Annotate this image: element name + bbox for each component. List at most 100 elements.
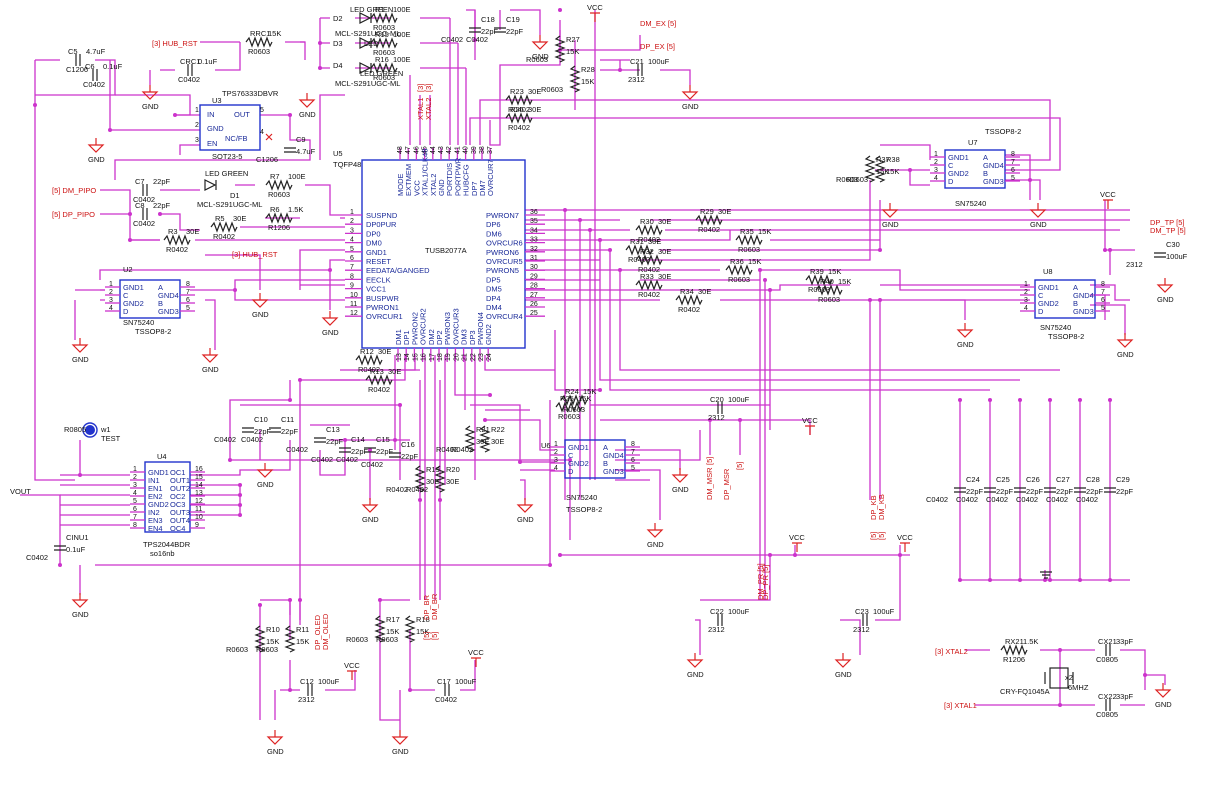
u5-bottom-pin-label: DM1 bbox=[394, 329, 403, 345]
component-value: 33pF bbox=[1116, 637, 1134, 646]
u4-left-num: 5 bbox=[133, 498, 137, 505]
u7-lnum: 1 bbox=[934, 151, 938, 158]
net-label-b5f: [5] bbox=[430, 632, 439, 640]
u4-right-pin-label: OC3 bbox=[170, 500, 185, 509]
component-value: 22pF bbox=[326, 437, 344, 446]
component-ref: C20 bbox=[710, 395, 724, 404]
u5-left-pin-label: EEDATA/GANGED bbox=[366, 266, 430, 275]
u5-bottom-pin-label: GND2 bbox=[484, 324, 493, 345]
junction-dot bbox=[233, 288, 237, 292]
component-value: 100uF bbox=[648, 57, 670, 66]
component-value: 15K bbox=[758, 227, 771, 236]
u2-right-pin: GND3 bbox=[158, 307, 179, 316]
u7-right-pin: B bbox=[983, 169, 988, 178]
component-value: 100uF bbox=[455, 677, 477, 686]
ground-icon: GND bbox=[71, 338, 89, 364]
ground-label: GND bbox=[252, 310, 269, 319]
u5-left-num: 11 bbox=[350, 301, 357, 308]
u8-part: SN75240 bbox=[1040, 323, 1071, 332]
u5-top-pin-label: OVRCUR7 bbox=[486, 159, 495, 196]
u6-left-pin: GND2 bbox=[568, 459, 589, 468]
junction-dot bbox=[598, 388, 602, 392]
component-footprint: R0402 bbox=[358, 365, 380, 374]
crystal-x2: x2 6MHZ CRY-FQ1045A bbox=[1000, 667, 1089, 696]
component-footprint: R0402 bbox=[508, 105, 530, 114]
u8-rnum: 5 bbox=[1101, 305, 1105, 312]
u2-rnum: 6 bbox=[186, 297, 190, 304]
component-ref: R7 bbox=[270, 172, 280, 181]
component-footprint: R0402 bbox=[451, 445, 473, 454]
component-value: 30E bbox=[658, 272, 671, 281]
u5-bottom-pin-label: OVRCUR3 bbox=[451, 308, 460, 345]
vcc-label: VCC bbox=[344, 661, 360, 670]
net-label-dm_br: DM_BR bbox=[430, 593, 439, 620]
net-label-dm_oled: DM_OLED bbox=[321, 613, 330, 650]
component-footprint: R0603 bbox=[373, 48, 395, 57]
u8-left-pin: C bbox=[1038, 291, 1044, 300]
ground-icon: GND bbox=[1029, 203, 1047, 229]
wires bbox=[20, 9, 1166, 730]
u2-rnum: 7 bbox=[186, 289, 190, 296]
u4-left-pin-label: EN1 bbox=[148, 484, 163, 493]
u5-bottom-num: 21 bbox=[462, 353, 469, 361]
u5-top-num: 46 bbox=[413, 146, 420, 154]
component-footprint: C1206 bbox=[66, 65, 88, 74]
u4-right-pin-label: OUT1 bbox=[170, 476, 190, 485]
component-footprint: R1206 bbox=[268, 223, 290, 232]
junction-dot bbox=[288, 688, 292, 692]
component-footprint: C0402 bbox=[926, 495, 948, 504]
component-value: 15K bbox=[296, 637, 309, 646]
u7-left-pin: D bbox=[948, 177, 954, 186]
component-value: 30E bbox=[388, 367, 401, 376]
u5-top-num: 38 bbox=[479, 146, 486, 154]
u5-bottom-num: 22 bbox=[470, 353, 477, 361]
u6-right-pin: GND3 bbox=[603, 467, 624, 476]
net-label-dp_ex: DP_EX [5] bbox=[640, 42, 675, 51]
u7-rnum: 6 bbox=[1011, 167, 1015, 174]
u5-bottom-pin-label: DP1 bbox=[402, 330, 411, 345]
net-label-dp_pr: DP_PR [5] bbox=[761, 565, 770, 600]
net-label-b5d: [5] bbox=[877, 532, 886, 540]
u5-bottom-num: 13 bbox=[396, 353, 403, 361]
component-ref: R13 bbox=[370, 367, 384, 376]
junction-dot bbox=[128, 238, 132, 242]
vcc-label: VCC bbox=[897, 533, 913, 542]
u5-top-num: 39 bbox=[471, 146, 478, 154]
u5-right-num: 30 bbox=[530, 264, 538, 271]
vcc-icon: VCC bbox=[897, 533, 913, 552]
u4-ref: U4 bbox=[157, 452, 167, 461]
component-ref: R26 bbox=[510, 105, 524, 114]
ground-label: GND bbox=[517, 515, 534, 524]
component-value: 1.5K bbox=[1023, 637, 1038, 646]
net-label-xtal1_v: XTAL1 bbox=[416, 98, 425, 120]
component-ref: R34 bbox=[680, 287, 694, 296]
u7-left-pin: GND2 bbox=[948, 169, 969, 178]
u8-rnum: 7 bbox=[1101, 289, 1105, 296]
component-value: 15K bbox=[748, 257, 761, 266]
component-ref: C6 bbox=[85, 62, 95, 71]
component-footprint: C0402 bbox=[133, 219, 155, 228]
u5-right-pin-label: PWRON5 bbox=[486, 266, 519, 275]
u7-part: SN75240 bbox=[955, 199, 986, 208]
led-d2-icon: LED GREEN D2 MCL-S291UGC-ML bbox=[333, 5, 400, 38]
component-value: 22pF bbox=[1116, 487, 1134, 496]
junction-dot bbox=[318, 66, 322, 70]
component-ref: C5 bbox=[68, 47, 78, 56]
